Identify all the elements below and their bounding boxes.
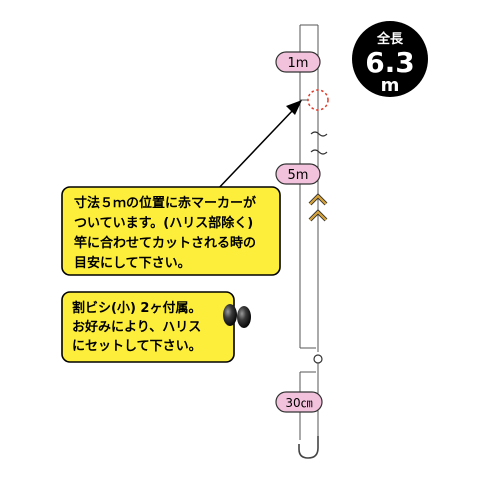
pointer-arrow: [214, 100, 302, 193]
marker-note-line-4: 目安にして下さい。: [74, 255, 191, 271]
total-length-badge: 全長 6.3 m: [352, 21, 428, 97]
sinker-note-line-2: お好みにより、ハリス: [72, 319, 201, 335]
label-30cm-text: 30㎝: [285, 396, 312, 410]
sinker-note: 割ビシ(小) 2ヶ付属。 お好みにより、ハリス にセットして下さい。: [61, 291, 235, 363]
marker-note-line-1: 寸法５ｍの位置に赤マーカーが: [74, 195, 256, 211]
badge-unit: m: [381, 75, 400, 96]
badge-value: 6.3: [365, 46, 415, 79]
red-marker: [307, 89, 329, 111]
label-30cm: 30㎝: [275, 391, 323, 413]
badge-label: 全長: [376, 31, 404, 47]
marker-note-line-3: 竿に合わせてカットされる時の: [74, 235, 256, 251]
marker-note: 寸法５ｍの位置に赤マーカーが ついています。(ハリス部除く) 竿に合わせてカット…: [61, 186, 281, 276]
label-5m-text: 5m: [288, 168, 309, 183]
sinker-note-line-3: にセットして下さい。: [72, 339, 202, 354]
badge-circle: [352, 21, 428, 97]
chevron-markers: [308, 193, 328, 222]
label-1m: 1m: [275, 51, 321, 73]
hook-icon: [298, 436, 319, 459]
swivel-ring: [313, 354, 323, 364]
break-marks: [310, 131, 328, 155]
dimension-bracket: [299, 24, 318, 440]
split-shot-icon: [223, 304, 251, 328]
label-1m-text: 1m: [288, 56, 309, 71]
sinker-note-line-1: 割ビシ(小) 2ヶ付属。: [72, 300, 201, 316]
marker-note-line-2: ついています。(ハリス部除く): [74, 215, 253, 231]
label-5m: 5m: [275, 163, 321, 185]
